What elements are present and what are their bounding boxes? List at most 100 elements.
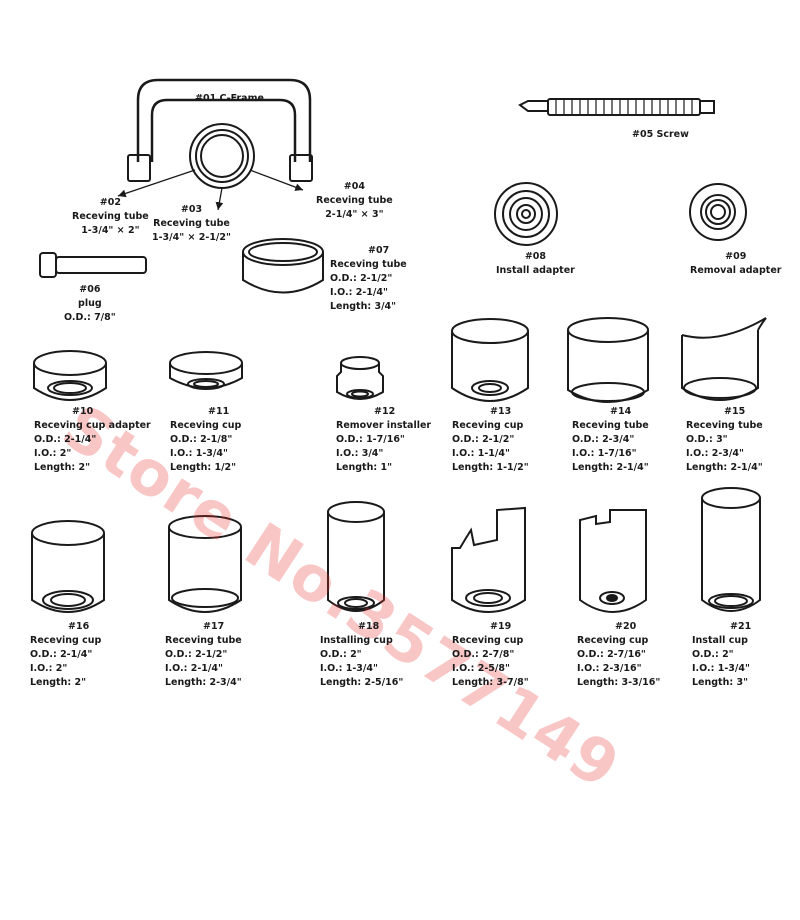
part-spec-line: Removal adapter xyxy=(690,265,782,276)
part-spec-line: Receving tube xyxy=(330,259,407,270)
arrow-03 xyxy=(215,187,224,211)
part-spec-line: I.O.: 2-3/4" xyxy=(686,448,744,459)
part-spec-line: Length: 2" xyxy=(30,677,87,688)
screw-part xyxy=(518,98,715,116)
part-spec-line: Install adapter xyxy=(496,265,575,276)
receiving-tube-14-part xyxy=(567,317,649,403)
part-spec-line: Length: 3" xyxy=(692,677,749,688)
part-spec-line: Receving cup xyxy=(452,635,524,646)
part-number: #21 xyxy=(730,621,752,632)
part-spec-line: O.D.: 2" xyxy=(320,649,362,660)
part-number: #08 xyxy=(524,251,546,262)
receiving-tube-03-part xyxy=(189,123,255,189)
part-number: #19 xyxy=(490,621,512,632)
part-spec-line: I.O.: 1-3/4" xyxy=(320,663,378,674)
tool-kit-diagram xyxy=(31,78,767,613)
part-number: #09 xyxy=(725,251,747,262)
part-spec-line: I.O.: 2-1/4" xyxy=(330,287,388,298)
part-spec-line: Receving cup xyxy=(452,420,524,431)
receiving-tube-17-part xyxy=(168,515,242,613)
part-spec-line: O.D.: 2-7/16" xyxy=(577,649,646,660)
part-spec-line: Receving cup xyxy=(30,635,102,646)
part-spec-line: O.D.: 2-1/4" xyxy=(34,434,97,445)
part-spec-line: Length: 1-1/2" xyxy=(452,462,529,473)
part-spec-line: Receving tube xyxy=(153,218,230,229)
part-spec-line: O.D.: 2" xyxy=(692,649,734,660)
receiving-cup-20-part xyxy=(579,509,647,613)
part-spec-line: Length: 1" xyxy=(336,462,393,473)
part-spec-line: O.D.: 2-1/2" xyxy=(452,434,515,445)
part-spec-line: O.D.: 2-3/4" xyxy=(572,434,635,445)
receiving-cup-13-part xyxy=(451,318,529,402)
part-number: #02 xyxy=(99,197,121,208)
part-spec-line: I.O.: 1-1/4" xyxy=(452,448,510,459)
arrow-04 xyxy=(249,169,304,191)
receiving-tube-15-part xyxy=(681,317,767,401)
part-spec-line: 2-1/4" × 3" xyxy=(325,209,384,220)
part-spec-line: Receving tube xyxy=(316,195,393,206)
part-spec-line: Length: 1/2" xyxy=(170,462,237,473)
part-number: #14 xyxy=(610,406,632,417)
part-number: #15 xyxy=(724,406,746,417)
arrow-02 xyxy=(117,169,196,198)
label-p01: #01 C-Frame xyxy=(195,92,264,106)
part-spec-line: I.O.: 2-5/8" xyxy=(452,663,510,674)
part-spec-line: Receving tube xyxy=(686,420,763,431)
part-number: #11 xyxy=(208,406,230,417)
part-spec-line: Length: 2" xyxy=(34,462,91,473)
part-spec-line: O.D.: 1-7/16" xyxy=(336,434,405,445)
remover-installer-12-part xyxy=(336,356,384,400)
removal-adapter-part xyxy=(689,183,747,241)
part-spec-line: Length: 3-7/8" xyxy=(452,677,529,688)
part-number: #10 xyxy=(72,406,94,417)
part-spec-line: plug xyxy=(78,298,102,309)
part-number: #13 xyxy=(490,406,512,417)
part-spec-line: O.D.: 2-1/2" xyxy=(330,273,393,284)
part-spec-line: I.O.: 1-3/4" xyxy=(170,448,228,459)
receiving-cup-19-part xyxy=(451,506,526,613)
part-spec-line: I.O.: 1-3/4" xyxy=(692,663,750,674)
part-spec-line: O.D.: 3" xyxy=(686,434,728,445)
part-number: #12 xyxy=(374,406,396,417)
part-spec-line: 1-3/4" × 2" xyxy=(81,225,140,236)
part-spec-line: I.O.: 1-7/16" xyxy=(572,448,637,459)
part-spec-line: I.O.: 2-1/4" xyxy=(165,663,223,674)
c-frame-part xyxy=(127,78,313,182)
install-cup-21-part xyxy=(701,487,761,612)
part-spec-line: I.O.: 2" xyxy=(30,663,68,674)
part-spec-line: Length: 2-1/4" xyxy=(686,462,763,473)
part-number: #18 xyxy=(358,621,380,632)
part-number: #03 xyxy=(180,204,203,215)
part-spec-line: O.D.: 2-1/2" xyxy=(165,649,228,660)
part-spec-line: Receving cup xyxy=(170,420,242,431)
part-spec-line: I.O.: 2" xyxy=(34,448,72,459)
part-spec-line: Receving tube xyxy=(165,635,242,646)
part-number: #05 Screw xyxy=(632,129,689,140)
part-spec-line: I.O.: 3/4" xyxy=(336,448,384,459)
part-spec-line: Installing cup xyxy=(320,635,393,646)
part-number: #01 C-Frame xyxy=(195,93,264,104)
part-spec-line: Length: 2-5/16" xyxy=(320,677,404,688)
part-number: #16 xyxy=(68,621,90,632)
receiving-tube-07-part xyxy=(242,238,324,294)
part-spec-line: Length: 2-1/4" xyxy=(572,462,649,473)
receiving-cup-16-part xyxy=(31,520,105,613)
plug-part xyxy=(39,252,147,278)
part-spec-line: Receving tube xyxy=(572,420,649,431)
part-spec-line: Length: 2-3/4" xyxy=(165,677,242,688)
